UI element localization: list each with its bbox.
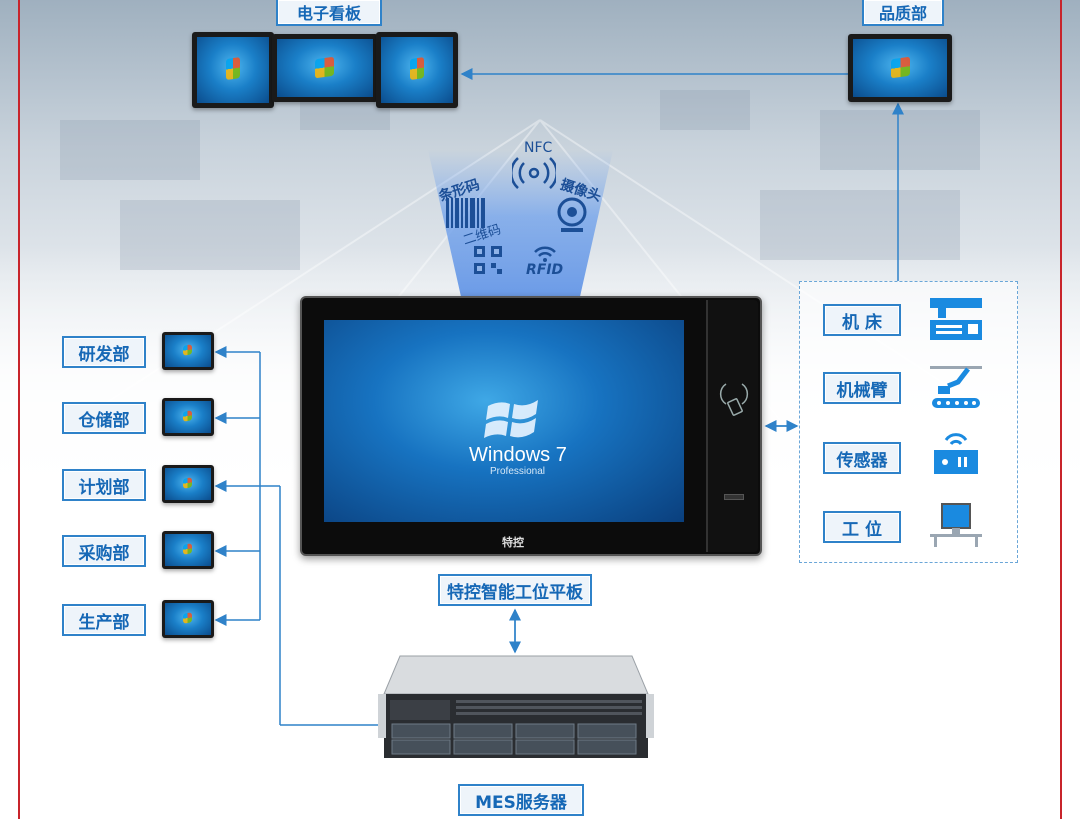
panel-port [724, 494, 744, 500]
dept-monitor-warehouse [162, 398, 214, 436]
quality-dept-label: 品质部 [862, 0, 944, 26]
dept-label-planning: 计划部 [62, 469, 146, 501]
dept-label-purchasing: 采购部 [62, 535, 146, 567]
dept-label-production: 生产部 [62, 604, 146, 636]
machine-tool-icon [930, 298, 982, 340]
left-frame-line [18, 0, 20, 819]
panel-brand-text: 特控 [502, 536, 524, 549]
device-label-machine-tool: 机 床 [823, 304, 901, 336]
device-label-robot-arm: 机械臂 [823, 372, 901, 404]
nfc-label: NFC [524, 140, 553, 156]
dept-monitor-rd [162, 332, 214, 370]
robot-arm-icon [930, 366, 982, 408]
industrial-panel-pc: Windows 7 Professional 特控 [300, 296, 762, 556]
dept-monitor-production [162, 600, 214, 638]
sensor-icon [934, 433, 978, 474]
card-reader-icon [719, 383, 749, 416]
signage-monitor-left [192, 32, 274, 108]
right-frame-line [1060, 0, 1062, 819]
device-label-workstation: 工 位 [823, 511, 901, 543]
panel-screen: Windows 7 Professional [324, 320, 684, 522]
device-label-sensor: 传感器 [823, 442, 901, 474]
nfc-icon [512, 157, 556, 189]
barcode-icon [446, 198, 485, 228]
mes-server-illustration [378, 655, 654, 758]
os-name-text: Windows 7 [469, 444, 567, 466]
panel-label: 特控智能工位平板 [438, 574, 592, 606]
quality-monitor [848, 34, 952, 102]
workstation-icon [930, 503, 982, 547]
dept-monitor-purchasing [162, 531, 214, 569]
dept-monitor-planning [162, 465, 214, 503]
dept-label-warehouse: 仓储部 [62, 402, 146, 434]
signage-monitor-center [272, 34, 378, 102]
server-label: MES服务器 [458, 784, 584, 816]
dept-label-rd: 研发部 [62, 336, 146, 368]
qrcode-icon [474, 246, 502, 274]
rfid-label: RFID [526, 262, 564, 278]
camera-icon [557, 197, 587, 232]
wireless-icon [534, 246, 556, 262]
os-edition-text: Professional [490, 466, 546, 477]
digital-signage-label: 电子看板 [276, 0, 382, 26]
windows-logo-icon [484, 400, 538, 438]
signage-monitor-right [376, 32, 458, 108]
panel-reader-module [706, 300, 758, 552]
